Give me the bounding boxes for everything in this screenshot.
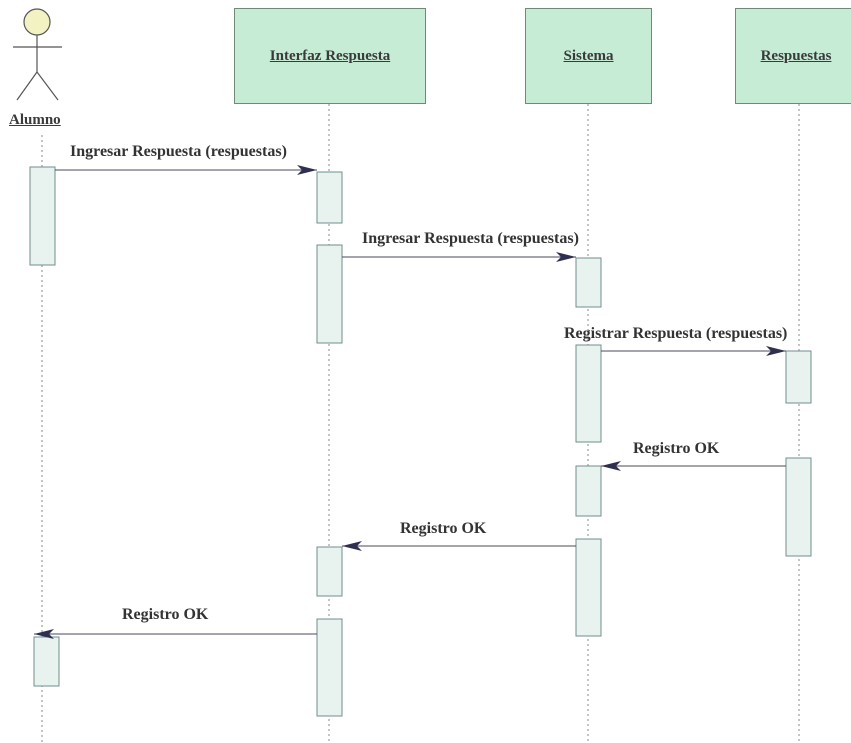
participant-label: Interfaz Respuesta — [269, 47, 391, 64]
activation-interfaz-2 — [316, 244, 343, 344]
activation-interfaz-4 — [316, 618, 343, 717]
participant-sistema: Sistema — [525, 8, 652, 104]
activation-interfaz-1 — [316, 171, 343, 224]
message-label: Registrar Respuesta (respuestas) — [564, 325, 788, 342]
activation-sistema-4 — [575, 538, 602, 637]
activation-sistema-2 — [575, 344, 602, 443]
activation-interfaz-3 — [316, 546, 343, 597]
activation-sistema-3 — [575, 465, 602, 517]
participant-label: Sistema — [563, 47, 614, 64]
participant-respuestas: Respuestas — [735, 8, 851, 104]
actor-label: Alumno — [9, 112, 61, 128]
participant-interfaz-respuesta: Interfaz Respuesta — [234, 8, 426, 104]
activation-alumno-2 — [33, 636, 60, 687]
message-label: Registro OK — [400, 520, 487, 537]
activation-respuestas-2 — [785, 457, 812, 557]
message-label: Ingresar Respuesta (respuestas) — [70, 143, 287, 160]
actor-figure-icon — [13, 8, 62, 101]
activation-respuestas-1 — [785, 350, 812, 404]
message-label: Ingresar Respuesta (respuestas) — [362, 230, 579, 247]
message-label: Registro OK — [122, 606, 209, 623]
message-label: Registro OK — [633, 440, 720, 457]
activation-alumno-1 — [29, 166, 56, 266]
participant-label: Respuestas — [760, 47, 832, 64]
activation-sistema-1 — [575, 257, 602, 308]
